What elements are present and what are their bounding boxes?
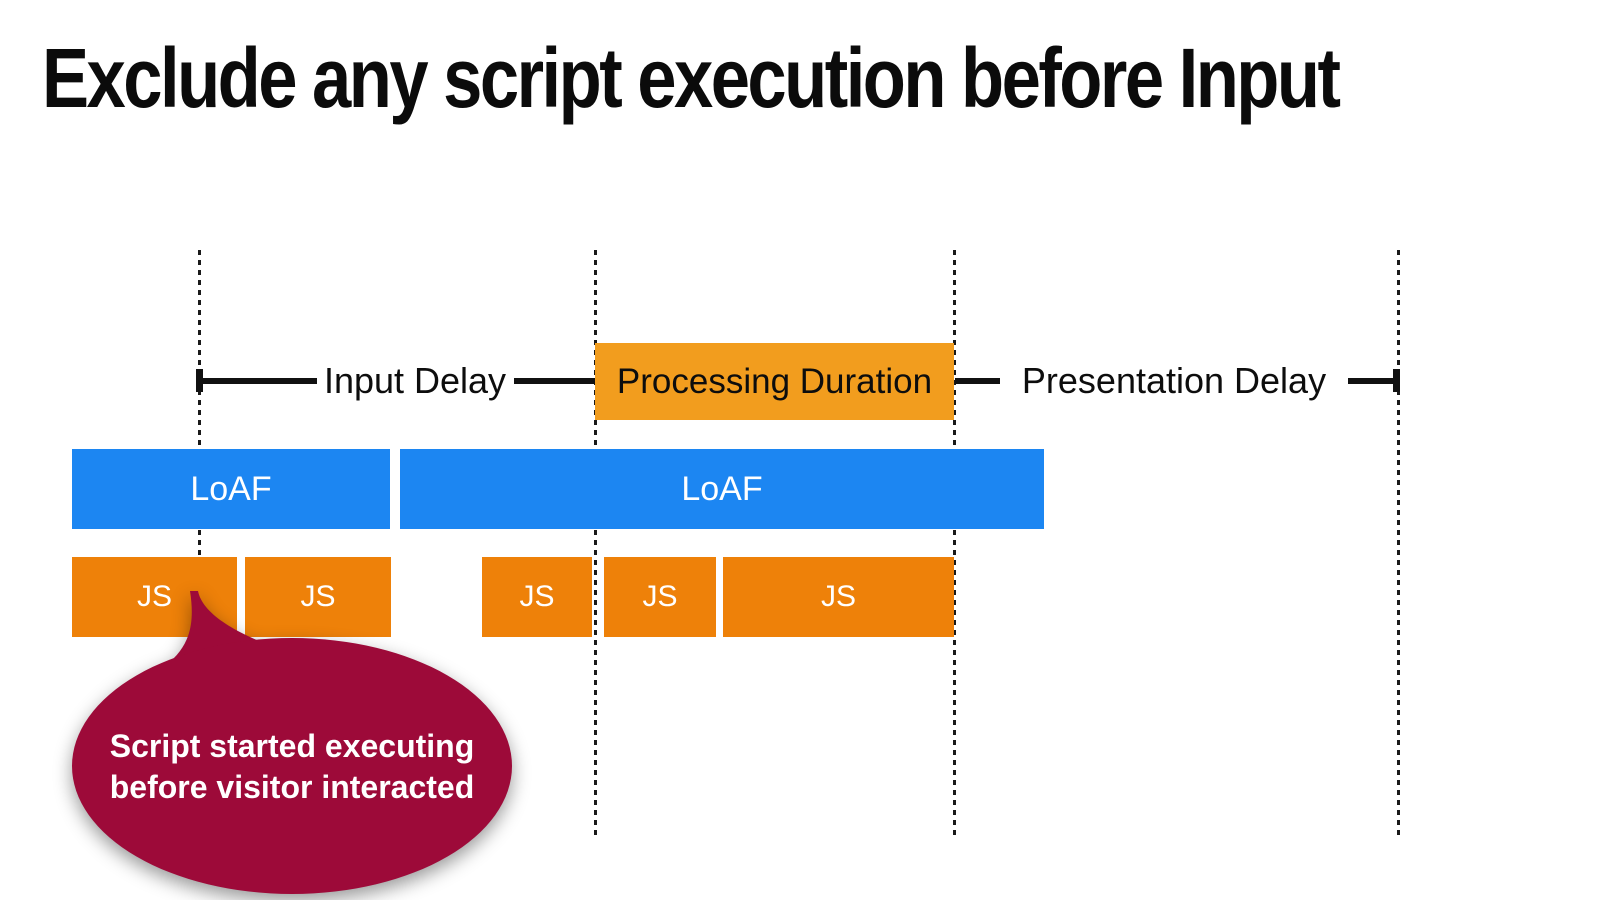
presentation-delay-line-left xyxy=(955,378,1000,384)
callout-bubble-body xyxy=(72,638,512,894)
js-bar-5: JS xyxy=(723,557,954,637)
callout-text-line1: Script started executing xyxy=(109,728,475,764)
js-bar-2-label: JS xyxy=(300,580,336,613)
input-delay-start-tick xyxy=(196,369,203,392)
callout-bubble xyxy=(72,591,512,894)
timeline-boundary-processing-end xyxy=(953,250,956,835)
loaf-bar-1: LoAF xyxy=(72,449,390,529)
input-delay-line-left xyxy=(200,378,317,384)
js-bar-3: JS xyxy=(482,557,592,637)
processing-duration-label: Processing Duration xyxy=(616,361,933,401)
timeline-boundary-processing-start xyxy=(594,250,597,835)
js-bar-4-label: JS xyxy=(642,580,678,613)
js-bar-5-label: JS xyxy=(820,580,856,613)
input-delay-label: Input Delay xyxy=(323,360,507,401)
loaf-bar-1-label: LoAF xyxy=(190,469,272,508)
presentation-delay-label: Presentation Delay xyxy=(1021,360,1327,401)
js-bar-4: JS xyxy=(604,557,716,637)
loaf-bar-2-label: LoAF xyxy=(681,469,763,508)
timeline-boundary-input-start xyxy=(198,250,201,835)
input-delay-line-right xyxy=(514,378,595,384)
slide-title: Exclude any script execution before Inpu… xyxy=(42,31,1341,125)
js-bar-1-label: JS xyxy=(136,580,172,613)
timeline-boundary-paint xyxy=(1397,250,1400,835)
callout-text-line2: before visitor interacted xyxy=(109,769,475,805)
callout-text: Script started executing before visitor … xyxy=(92,726,492,808)
processing-duration-box: Processing Duration xyxy=(595,343,954,420)
js-bar-3-label: JS xyxy=(519,580,555,613)
loaf-bar-2: LoAF xyxy=(400,449,1044,529)
presentation-delay-end-tick xyxy=(1393,369,1400,392)
js-bar-2: JS xyxy=(245,557,391,637)
presentation-delay-line-right xyxy=(1348,378,1394,384)
